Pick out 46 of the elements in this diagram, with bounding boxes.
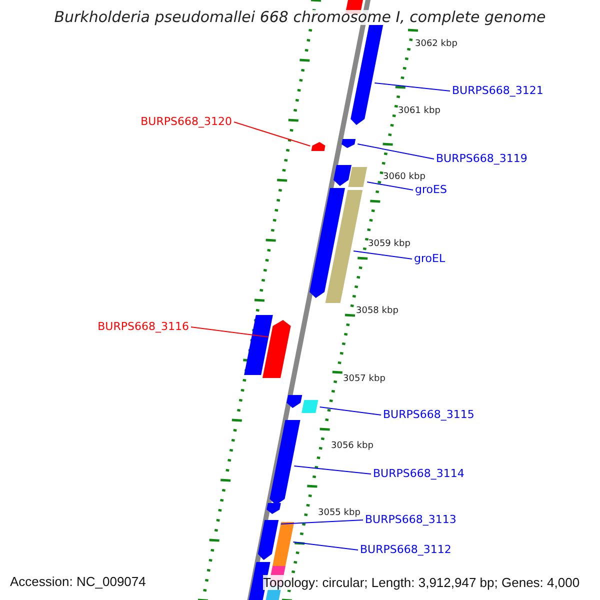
genome-summary-text: Topology: circular; Length: 3,912,947 bp; Genes: 4,000 [263,575,580,590]
position-label: 3059 kbp [368,240,410,249]
gene-label: groES [415,184,447,195]
gene-label: BURPS668_3121 [452,85,544,96]
gene-bar [270,420,300,505]
gene-bar [258,520,279,560]
gene-bar [286,395,302,408]
position-label: 3057 kbp [343,375,386,384]
position-label: 3055 kbp [318,509,360,518]
gene-label: BURPS668_3115 [383,409,474,420]
gene-bar [272,522,294,566]
gene-bar [342,139,356,148]
leader-line [280,520,364,524]
gene-label: BURPS668_3112 [360,544,452,555]
gene-bar [334,165,352,186]
position-label: 3058 kbp [356,307,398,316]
gene-label: BURPS668_3120 [140,116,232,127]
leader-line [294,466,372,474]
position-label: 3062 kbp [415,40,458,49]
gene-bar [325,190,363,303]
title: Burkholderia pseudomallei 668 chromosome I, complete genome [54,10,546,25]
position-label: 3061 kbp [398,107,440,116]
gene-bar [348,167,368,187]
leader-line [234,122,311,146]
gene-bar [310,188,345,298]
gene-bar [350,25,384,125]
position-label: 3056 kbp [331,442,374,451]
leader-line [374,82,450,92]
leader-line [319,406,382,416]
gene-label: BURPS668_3113 [365,514,456,525]
gene-label: groEL [414,253,446,264]
leader-line [357,144,434,160]
accession-text: Accession: NC_009074 [10,575,146,588]
gene-bar [262,320,291,378]
gene-bar [311,142,326,151]
gene-bar [302,400,318,413]
position-label: 3060 kbp [383,173,426,182]
gene-label: BURPS668_3114 [373,468,464,479]
gene-bar [266,503,281,514]
leader-line [353,250,412,260]
gene-label: BURPS668_3116 [98,321,189,332]
gene-bar [244,315,273,375]
leader-line [366,182,414,190]
gene-label: BURPS668_3119 [436,153,528,164]
leader-line [190,326,270,338]
leader-line [292,542,358,550]
